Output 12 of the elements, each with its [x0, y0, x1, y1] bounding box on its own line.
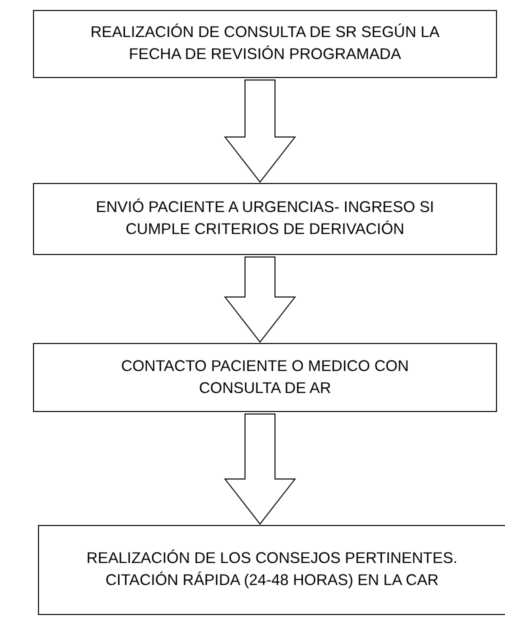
- process-box: [33, 10, 497, 78]
- process-box: [33, 183, 497, 255]
- step-text: CITACIÓN RÁPIDA (24-48 HORAS) EN LA CAR: [105, 570, 439, 591]
- step-text: ENVIÓ PACIENTE A URGENCIAS- INGRESO SI CUMPLE CRITERIOS DE DERIVACIÓN: [94, 198, 436, 240]
- process-box: [38, 525, 505, 615]
- step-text: REALIZACIÓN DE LOS CONSEJOS PERTINENTES.: [86, 548, 458, 569]
- process-box: [33, 343, 497, 412]
- block-arrow: [224, 256, 296, 343]
- block-arrow: [224, 414, 296, 525]
- block-arrow: [224, 80, 296, 183]
- step-text: CONTACTO PACIENTE O MEDICO CON CONSULTA DE AR: [120, 356, 410, 398]
- step-text: REALIZACIÓN DE CONSULTA DE SR SEGÚN LA FECHA DE REVISIÓN PROGRAMADA: [89, 22, 441, 65]
